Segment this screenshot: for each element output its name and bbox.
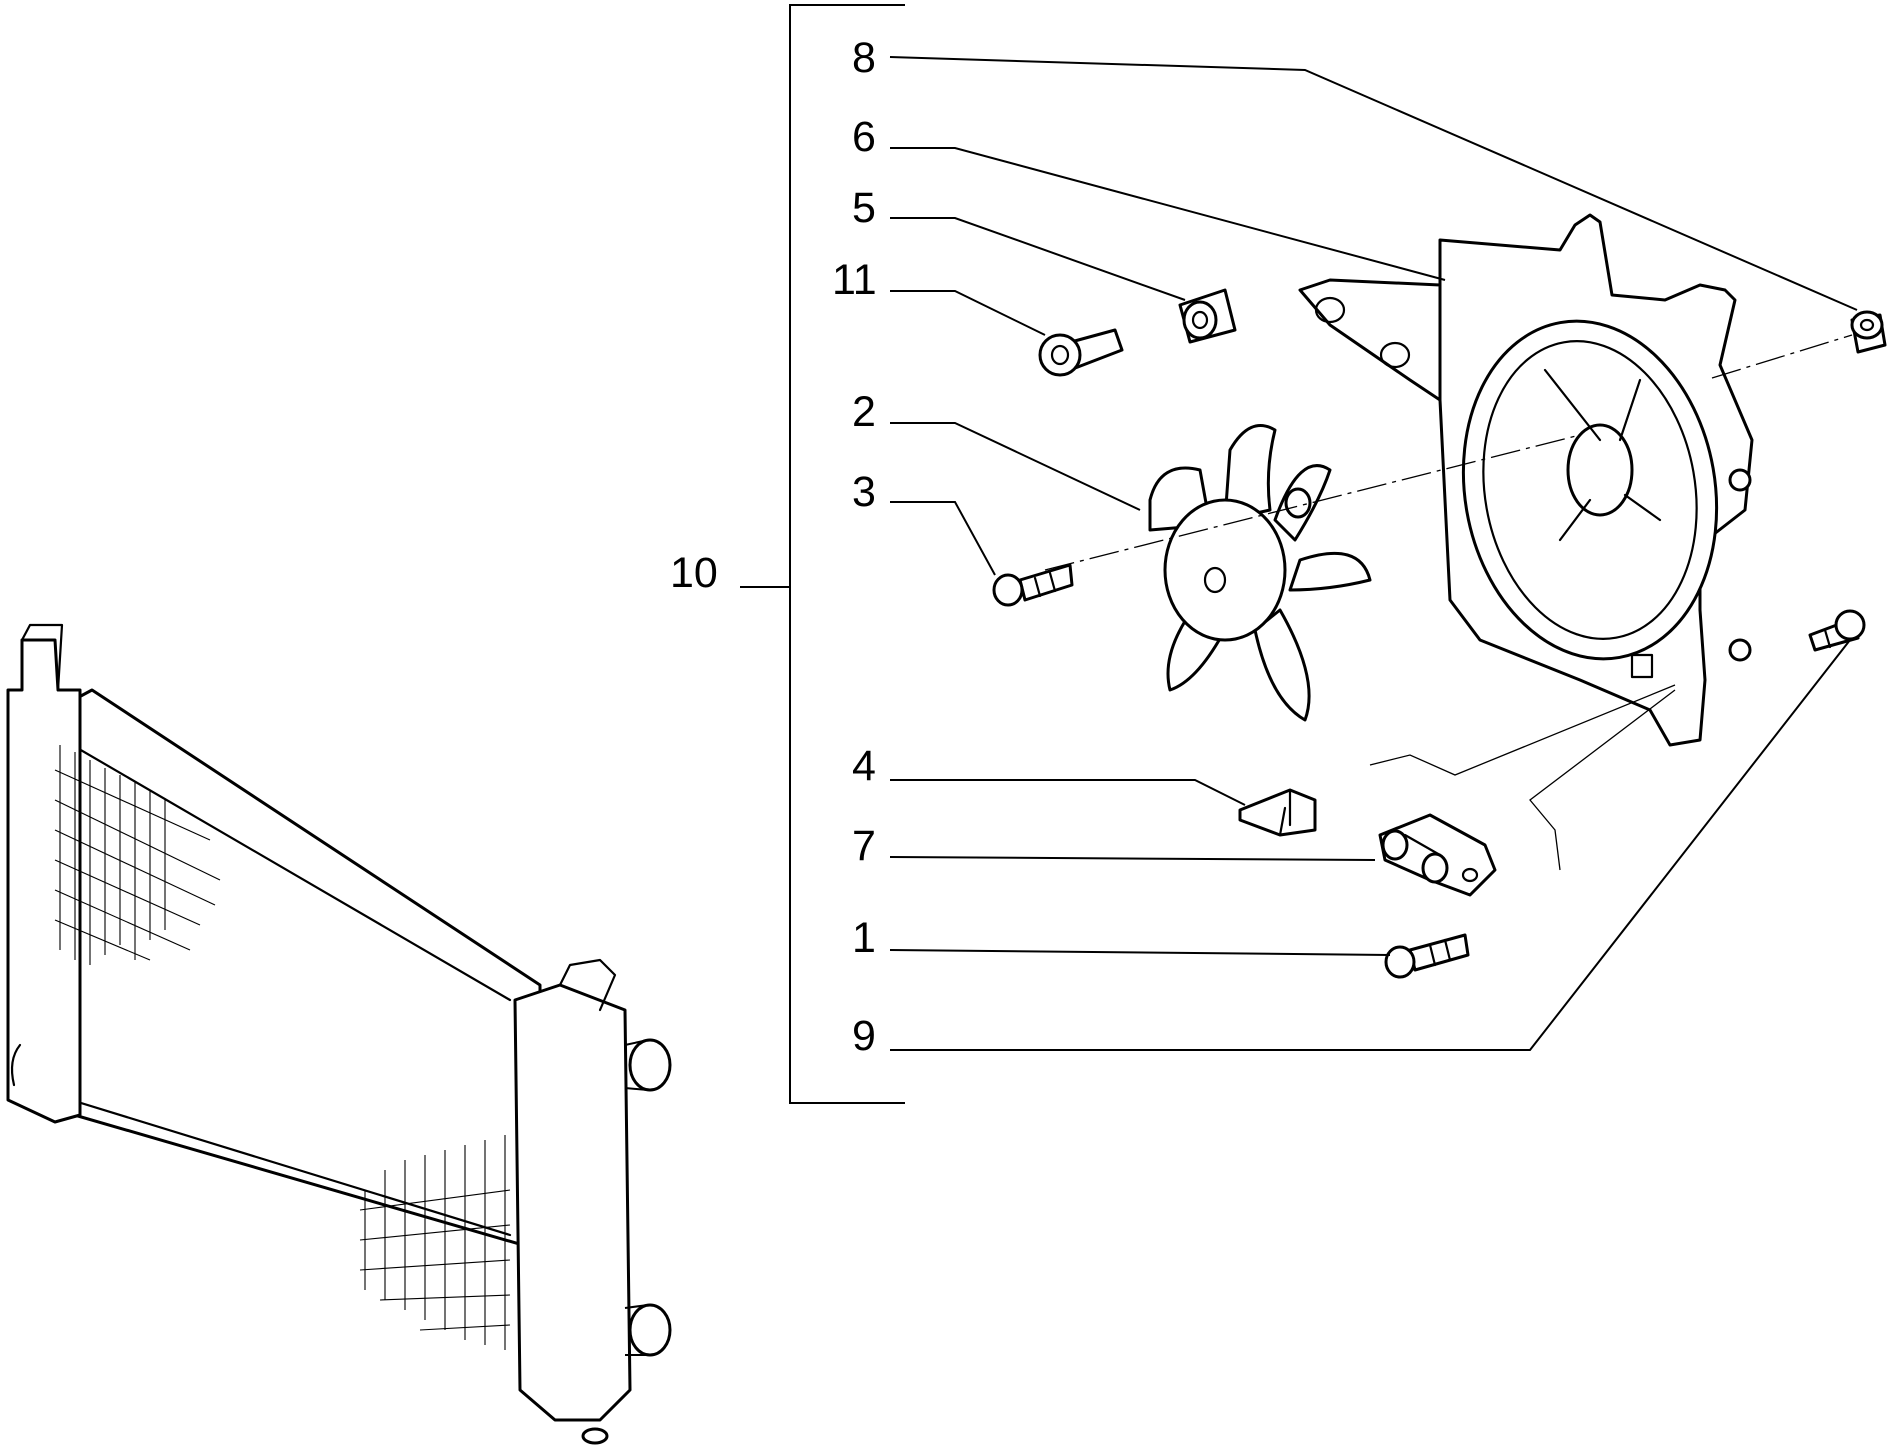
leader-6 (890, 147, 1446, 281)
callout-6: 6 (852, 113, 876, 161)
callout-9: 9 (852, 1012, 876, 1060)
resistor-mount-line-2 (1529, 689, 1676, 871)
fan-impeller (1148, 424, 1372, 722)
callout-3: 3 (852, 468, 876, 516)
grommet-part-5 (1178, 288, 1237, 344)
clip-part-4 (1238, 788, 1317, 837)
fan-hub (1163, 498, 1287, 642)
screw-part-9 (1808, 609, 1866, 652)
callout-10: 10 (670, 549, 718, 597)
leader-2 (890, 422, 1141, 511)
nut-part-8 (1850, 310, 1887, 354)
radiator-drain-plug (581, 1427, 609, 1445)
leader-1 (889, 949, 1391, 956)
callout-1: 1 (852, 914, 876, 962)
leader-3 (890, 501, 996, 576)
nut-axis-line (1711, 334, 1853, 379)
callout-4: 4 (852, 742, 876, 790)
callout-5: 5 (852, 184, 876, 232)
screw-part-1 (1384, 933, 1470, 979)
radiator-left-tank (6, 638, 82, 1124)
callout-11: 11 (832, 256, 877, 304)
shroud-mount-arm (1298, 278, 1442, 402)
leader-5 (890, 217, 1186, 301)
leader-11 (890, 290, 1046, 336)
resistor-part-7 (1378, 813, 1497, 897)
radiator-outlet-pipe (628, 1303, 672, 1357)
fan-motor-hub (1566, 423, 1634, 517)
bush-part-11 (1038, 328, 1124, 377)
radiator-fins-top (54, 745, 221, 965)
radiator (6, 623, 672, 1445)
radiator-fins-bottom (359, 1135, 511, 1350)
leader-7 (889, 856, 1376, 861)
callout-2: 2 (852, 388, 876, 436)
callout-8: 8 (852, 34, 876, 82)
resistor-mount-line (1369, 684, 1676, 776)
radiator-inlet-pipe (628, 1038, 672, 1092)
leader-8 (889, 56, 1858, 311)
leader-4 (890, 779, 1246, 806)
fan-shroud (1298, 213, 1754, 747)
screw-part-3 (992, 563, 1074, 607)
callout-7: 7 (852, 822, 876, 870)
assembly-bracket (789, 4, 905, 1104)
leader-9 (890, 639, 1851, 1051)
radiator-right-tank (513, 983, 632, 1422)
